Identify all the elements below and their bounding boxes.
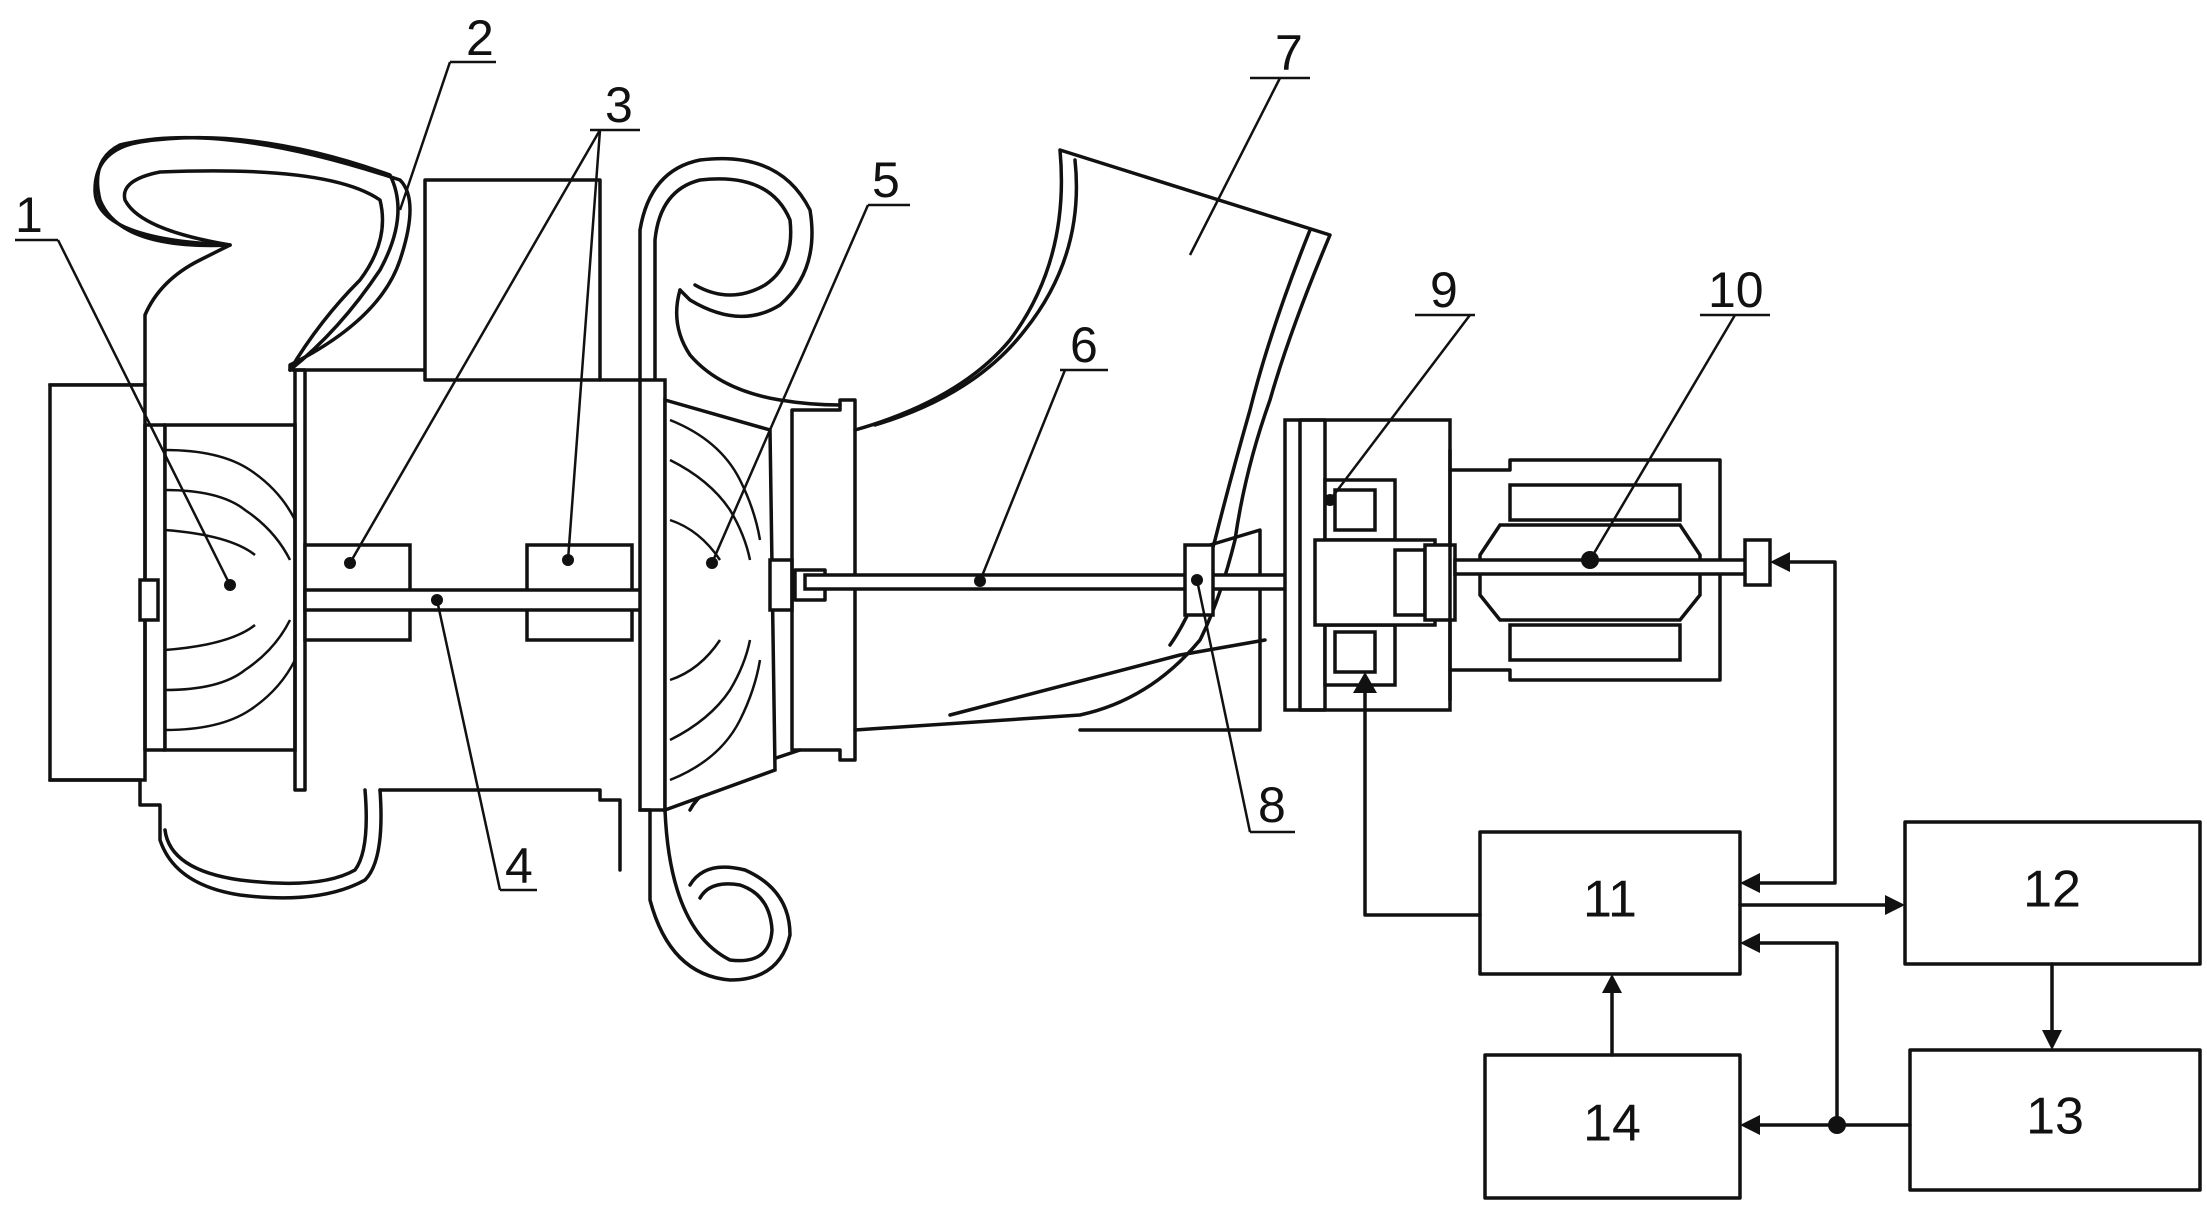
signal-lines [1353,552,2062,1135]
block-12-label: 12 [2023,861,2081,919]
arrow-into-12 [1885,895,1905,915]
bearing-housing [303,543,647,642]
label-part-10: 10 [1708,262,1764,318]
arrow-into-11-top [1740,873,1760,893]
block-13 [1908,1048,2202,1192]
leader-lines [15,60,1770,892]
label-part-6: 6 [1070,317,1098,373]
block-14-label: 14 [1583,1095,1641,1153]
label-part-4: 4 [505,838,533,894]
block-13-label: 13 [2026,1088,2084,1146]
label-part-5: 5 [872,152,900,208]
label-part-9: 9 [1430,262,1458,318]
arrow-into-11-side [1740,933,1760,953]
block-11 [1478,830,1742,976]
extension-shaft [803,543,1317,617]
turbine-housing [48,135,622,900]
arrow-to-unit-9 [1353,672,1377,693]
arrow-into-13 [2042,1030,2062,1050]
arrow-into-11-bottom [1602,974,1622,993]
label-part-7: 7 [1275,25,1303,81]
transmission-unit [1283,418,1457,712]
label-part-3: 3 [605,77,633,133]
arrow-to-motor-end [1770,552,1790,572]
block-11-label: 11 [1583,871,1637,929]
inlet-duct [790,148,1332,762]
part-numbers: 1 2 3 4 5 6 7 8 9 10 [15,10,1764,894]
arrow-into-14 [1740,1115,1760,1135]
label-part-2: 2 [466,10,494,66]
label-part-8: 8 [1258,777,1286,833]
turbine-wheel [138,368,307,792]
label-part-1: 1 [15,187,43,243]
control-blocks: 11 12 13 14 [1478,820,2202,1200]
electric-motor [1448,458,1772,682]
compressor-wheel [663,397,794,813]
